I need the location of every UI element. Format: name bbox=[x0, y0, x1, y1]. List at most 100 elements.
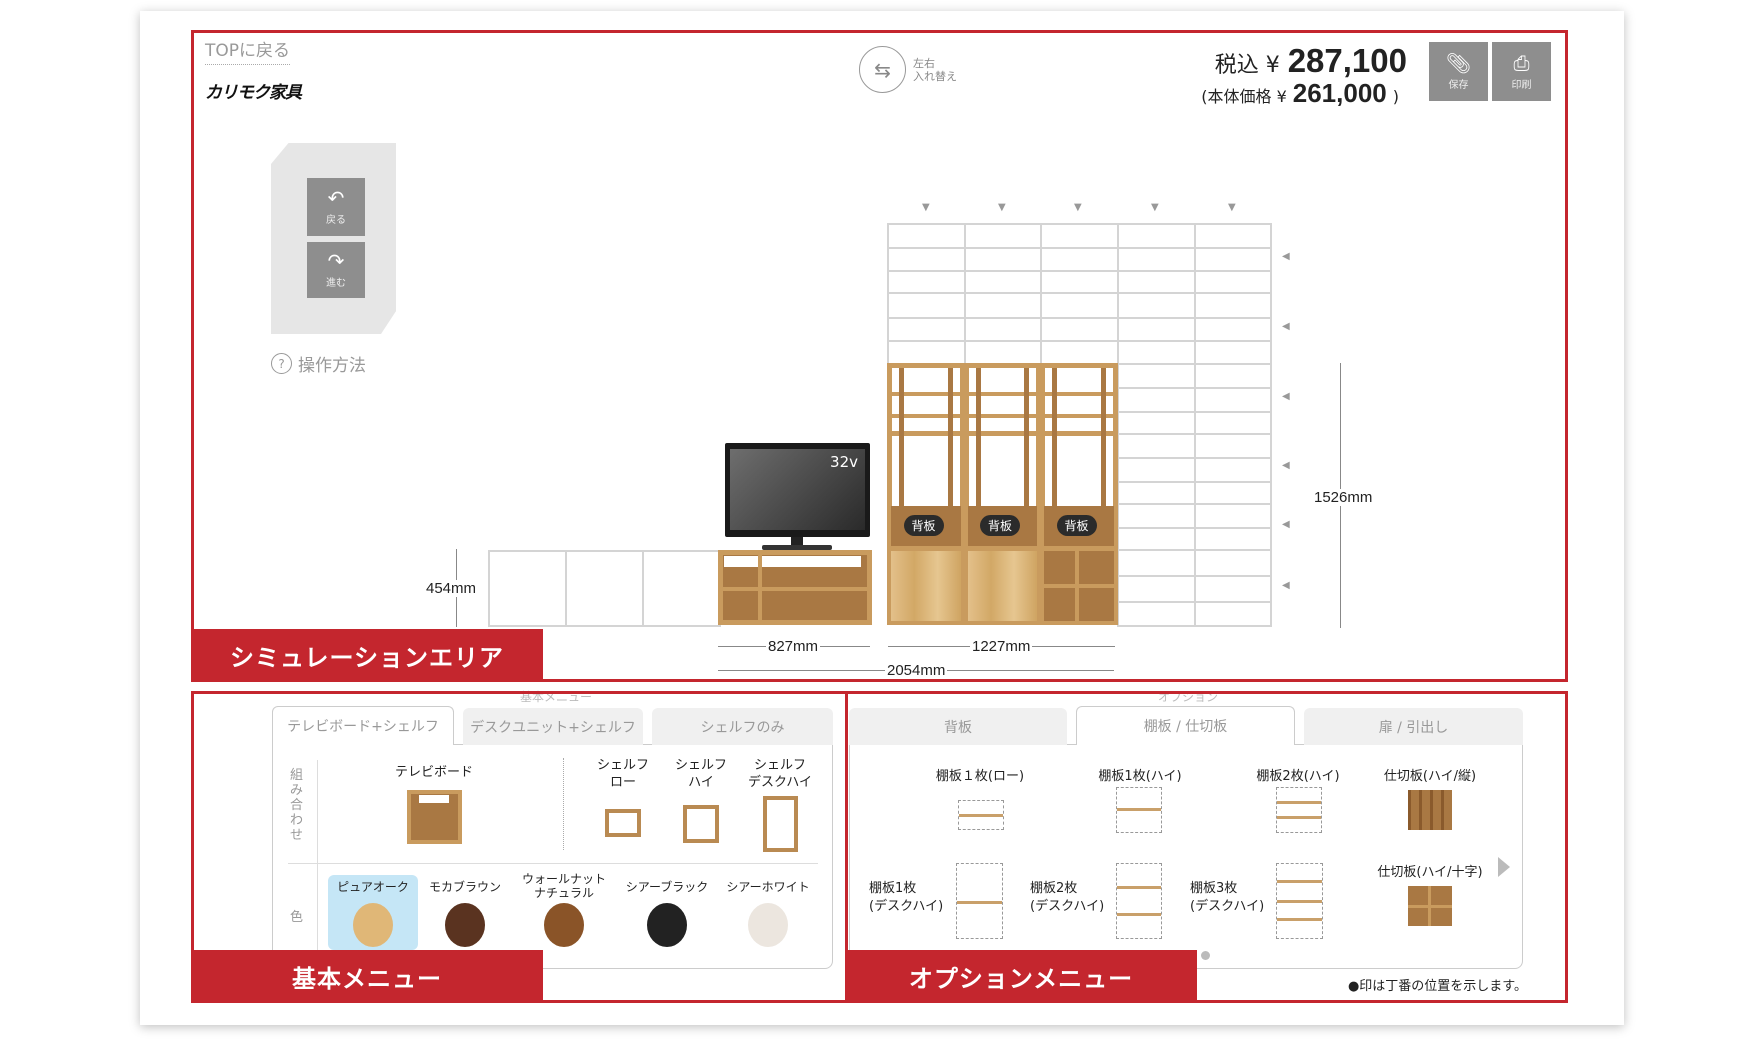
empty-shelf-slot[interactable] bbox=[1117, 503, 1196, 551]
divider-vertical-option[interactable] bbox=[1408, 790, 1452, 830]
divider-cross-option[interactable] bbox=[1408, 886, 1452, 926]
tab-tvboard-shelf[interactable]: テレビボード+シェルフ bbox=[272, 706, 454, 745]
top-link[interactable]: TOPに戻る bbox=[205, 36, 291, 65]
color-swatch[interactable] bbox=[748, 903, 788, 947]
combo-row-label: 組み合わせ bbox=[290, 768, 304, 843]
help-link[interactable]: ?操作方法 bbox=[271, 351, 366, 376]
empty-shelf-slot[interactable] bbox=[964, 292, 1042, 365]
color-swatch[interactable] bbox=[353, 903, 393, 947]
undo-icon: ↶ bbox=[327, 186, 345, 210]
shelf-unit[interactable]: 背板 bbox=[964, 363, 1041, 625]
tab-door-drawer[interactable]: 扉 / 引出し bbox=[1304, 708, 1523, 745]
shelf-unit[interactable]: 背板 bbox=[1040, 363, 1118, 625]
empty-low-slot[interactable] bbox=[565, 550, 644, 627]
swap-left-right-button[interactable]: ⇆ bbox=[859, 46, 906, 93]
empty-shelf-slot[interactable] bbox=[887, 292, 966, 365]
post bbox=[1052, 368, 1057, 529]
column-marker-icon[interactable]: ▼ bbox=[1228, 202, 1236, 213]
color-swatch[interactable] bbox=[544, 903, 584, 947]
shelf-high-option[interactable] bbox=[683, 805, 719, 843]
back-panel-badge: 背板 bbox=[980, 515, 1021, 536]
shelf-line bbox=[1042, 247, 1117, 249]
empty-shelf-slot[interactable] bbox=[1194, 433, 1272, 505]
tvboard-option[interactable] bbox=[407, 790, 462, 844]
shelf-1-high-option[interactable] bbox=[1116, 787, 1162, 833]
color-label: シアーホワイト bbox=[726, 880, 810, 894]
empty-shelf-slot[interactable] bbox=[1117, 363, 1196, 435]
shelf-line bbox=[1119, 411, 1194, 413]
row-marker-icon[interactable]: ◀ bbox=[1282, 321, 1290, 332]
undo-button[interactable]: ↶戻る bbox=[307, 178, 365, 236]
empty-shelf-slot[interactable] bbox=[1117, 292, 1196, 365]
row-marker-icon[interactable]: ◀ bbox=[1282, 580, 1290, 591]
shelf-1-deskhigh-option[interactable] bbox=[956, 863, 1003, 939]
column-marker-icon[interactable]: ▼ bbox=[1151, 202, 1159, 213]
save-button[interactable]: 📎︎保存 bbox=[1429, 42, 1488, 101]
shelf-line bbox=[1119, 457, 1194, 459]
shelf-line bbox=[1119, 270, 1194, 272]
column-marker-icon[interactable]: ▼ bbox=[922, 202, 930, 213]
page-indicator-dot[interactable] bbox=[1201, 951, 1210, 960]
shelf-line bbox=[1119, 247, 1194, 249]
shelf-line bbox=[889, 247, 964, 249]
next-page-arrow[interactable] bbox=[1498, 857, 1510, 877]
empty-low-slot[interactable] bbox=[642, 550, 721, 627]
empty-shelf-slot[interactable] bbox=[1194, 363, 1272, 435]
row-marker-icon[interactable]: ◀ bbox=[1282, 391, 1290, 402]
shelf-line bbox=[1196, 270, 1270, 272]
tax-price: 税込 ¥287,100 bbox=[1214, 42, 1407, 79]
door[interactable] bbox=[968, 551, 1037, 621]
column-marker-icon[interactable]: ▼ bbox=[1074, 202, 1082, 213]
shelf-unit[interactable]: 背板 bbox=[887, 363, 965, 625]
column-marker-icon[interactable]: ▼ bbox=[998, 202, 1006, 213]
tab-desk-shelf[interactable]: デスクユニット+シェルフ bbox=[463, 708, 643, 745]
color-swatch[interactable] bbox=[445, 903, 485, 947]
shelf-line bbox=[1119, 575, 1194, 577]
shelf-3-deskhigh-option[interactable] bbox=[1276, 863, 1323, 939]
shelf-deskhigh-option[interactable] bbox=[763, 796, 798, 852]
paperclip-icon: 📎︎ bbox=[1445, 50, 1472, 75]
empty-low-slot[interactable] bbox=[488, 550, 567, 627]
redo-button[interactable]: ↷進む bbox=[307, 242, 365, 298]
tab-back-panel[interactable]: 背板 bbox=[849, 708, 1067, 745]
door[interactable] bbox=[891, 551, 961, 621]
shelf-line bbox=[1042, 270, 1117, 272]
print-button[interactable]: ⎙印刷 bbox=[1492, 42, 1551, 101]
shelf-2-high-option[interactable] bbox=[1276, 787, 1322, 833]
empty-shelf-slot[interactable] bbox=[1194, 549, 1272, 627]
back-panel-badge: 背板 bbox=[1056, 515, 1097, 536]
history-panel bbox=[271, 143, 396, 334]
empty-shelf-slot[interactable] bbox=[1117, 433, 1196, 505]
shelf-2-deskhigh-option[interactable] bbox=[1116, 863, 1162, 939]
shelf-line bbox=[1042, 317, 1117, 319]
option-menu-panel bbox=[849, 744, 1523, 969]
tv-board[interactable] bbox=[718, 550, 872, 625]
shelf-line bbox=[1042, 340, 1117, 342]
row-marker-icon[interactable]: ◀ bbox=[1282, 460, 1290, 471]
shelf-line bbox=[1196, 601, 1270, 603]
empty-shelf-slot[interactable] bbox=[1117, 223, 1196, 294]
brand-logo[interactable]: カリモク家具 bbox=[205, 83, 302, 103]
tab-shelf-only[interactable]: シェルフのみ bbox=[652, 708, 833, 745]
empty-shelf-slot[interactable] bbox=[887, 223, 966, 294]
shelf-1-low-option[interactable] bbox=[958, 800, 1004, 830]
row-marker-icon[interactable]: ◀ bbox=[1282, 519, 1290, 530]
empty-shelf-slot[interactable] bbox=[964, 223, 1042, 294]
divider bbox=[1044, 584, 1114, 588]
shelf-line bbox=[1196, 481, 1270, 483]
row-marker-icon[interactable]: ◀ bbox=[1282, 251, 1290, 262]
swap-arrows-icon: ⇆ bbox=[874, 57, 891, 82]
empty-shelf-slot[interactable] bbox=[1194, 292, 1272, 365]
empty-shelf-slot[interactable] bbox=[1040, 223, 1119, 294]
color-swatch[interactable] bbox=[647, 903, 687, 947]
empty-shelf-slot[interactable] bbox=[1194, 223, 1272, 294]
shelf-low-option[interactable] bbox=[605, 809, 641, 837]
empty-shelf-slot[interactable] bbox=[1117, 549, 1196, 627]
tab-shelf-divider[interactable]: 棚板 / 仕切板 bbox=[1076, 706, 1295, 745]
color-label: ピュアオーク bbox=[337, 880, 409, 894]
empty-shelf-slot[interactable] bbox=[1194, 503, 1272, 551]
shelf-low-label: シェルフロー bbox=[596, 758, 650, 790]
shelf-line bbox=[1119, 317, 1194, 319]
empty-shelf-slot[interactable] bbox=[1040, 292, 1119, 365]
tv[interactable]: 32v bbox=[725, 443, 870, 537]
